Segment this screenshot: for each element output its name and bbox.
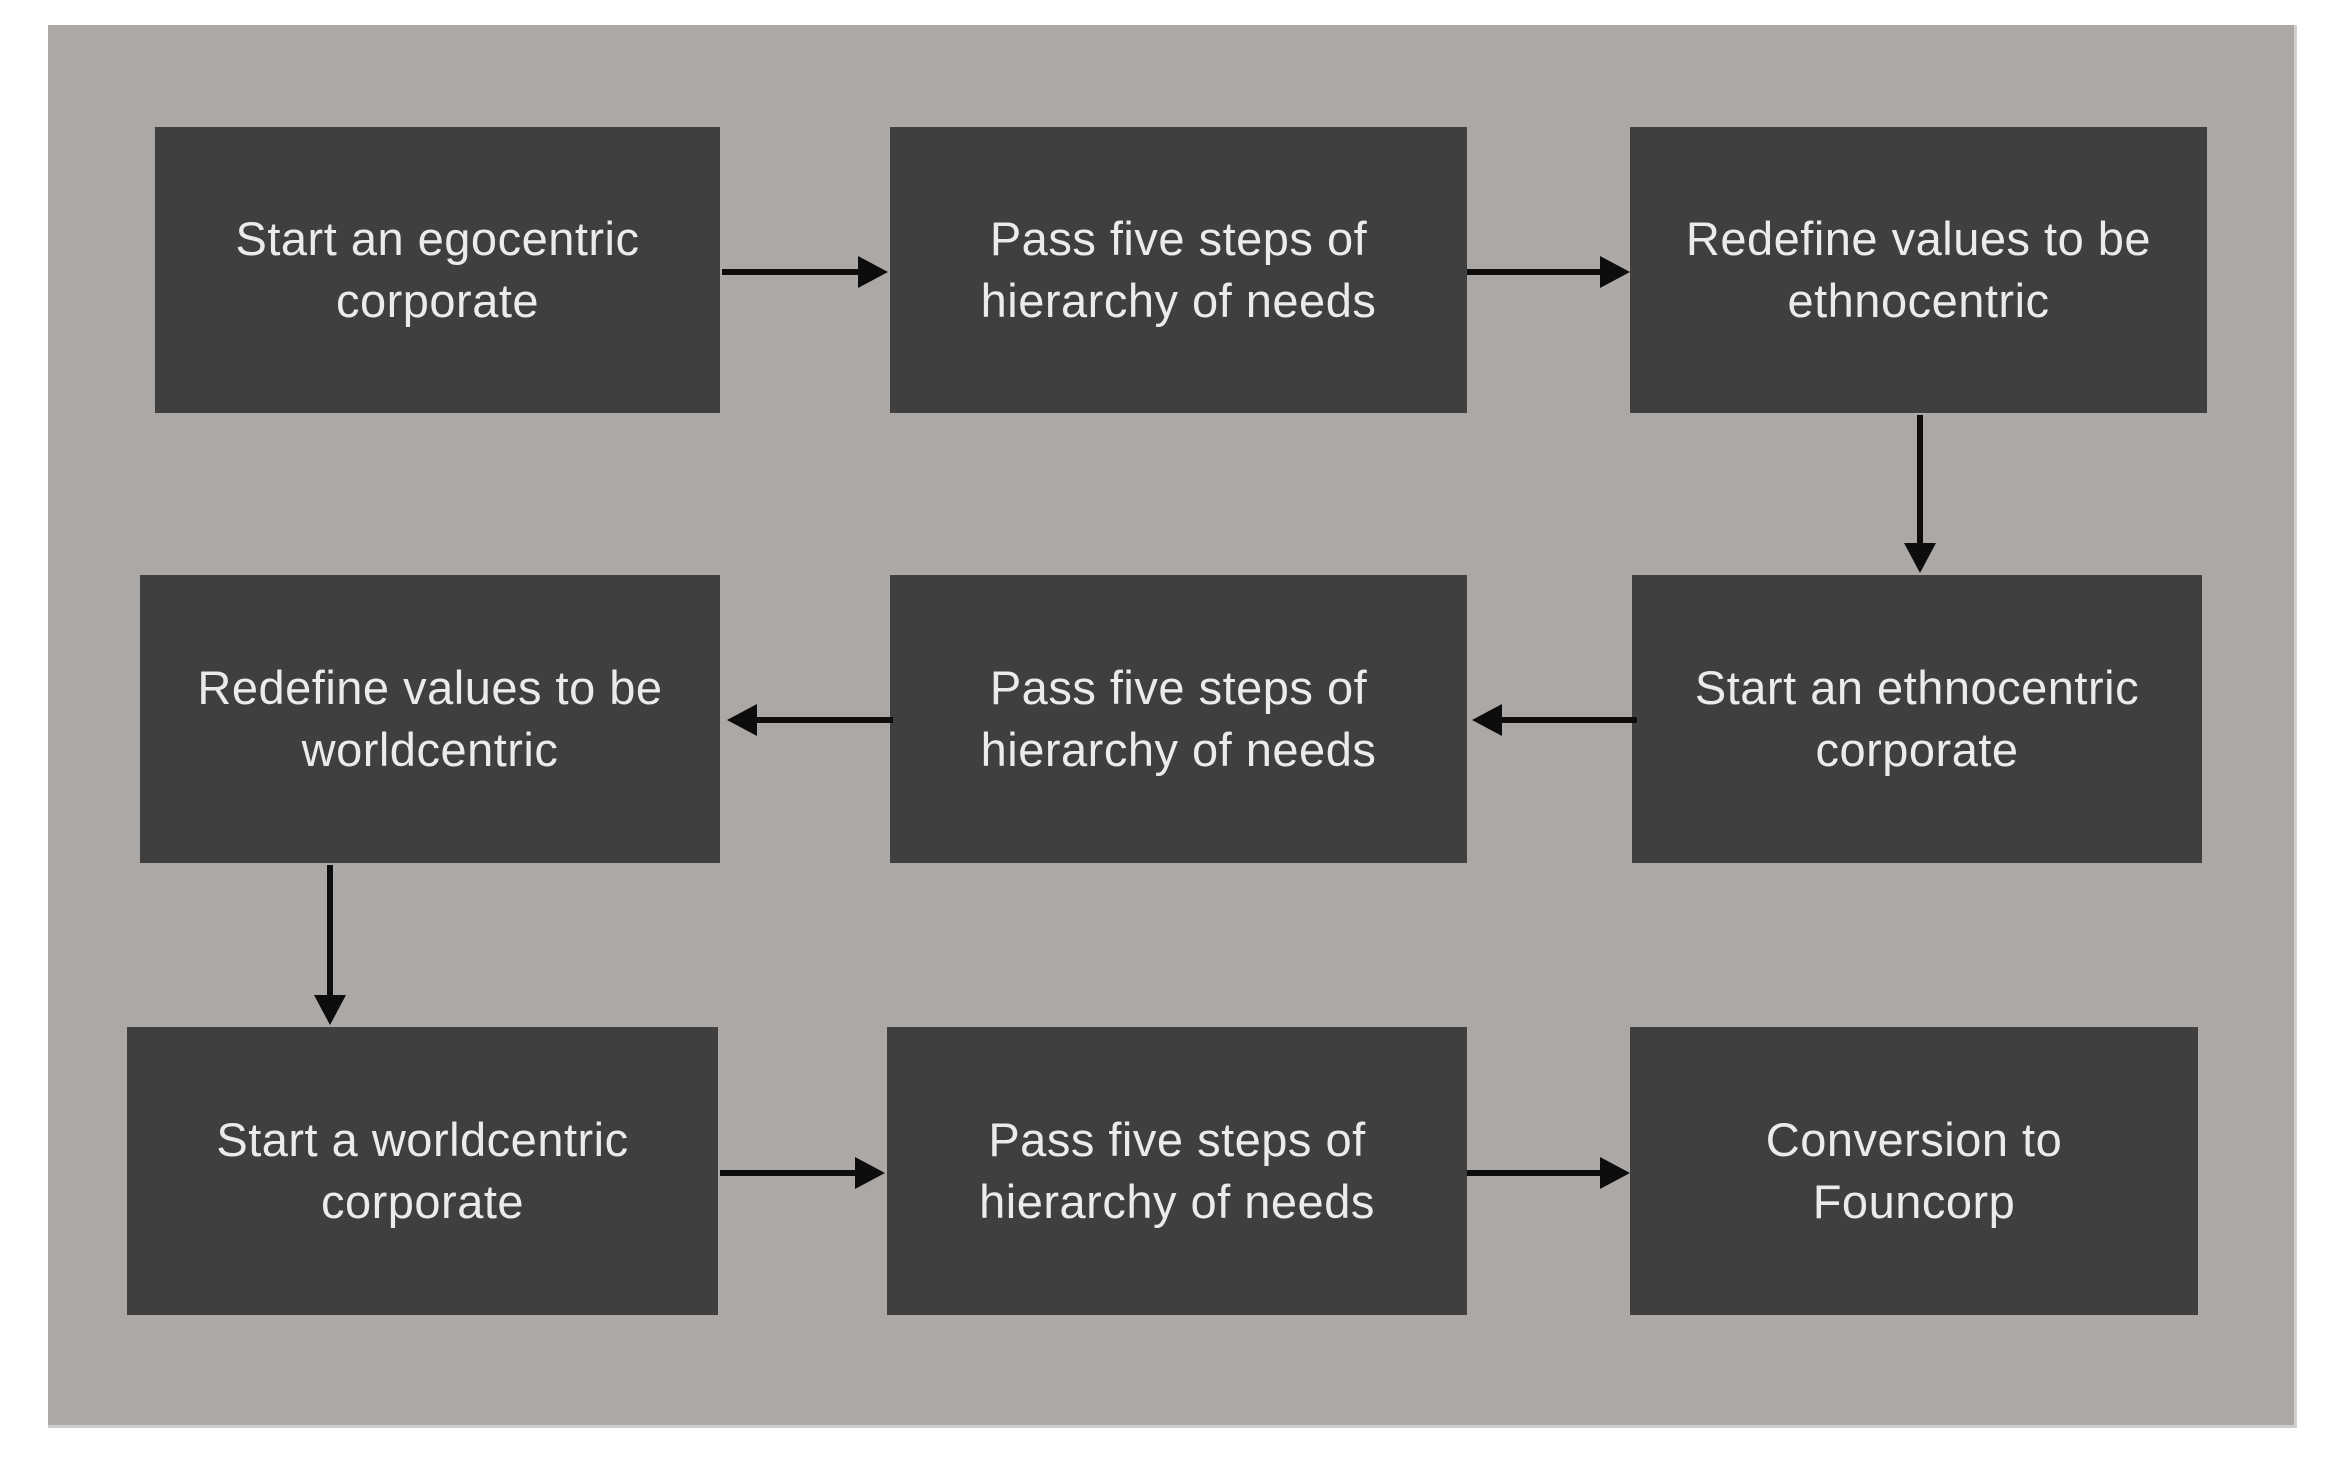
arrow-right-head-icon [1600,256,1630,288]
arrow-right-head-icon [858,256,888,288]
node-label-line: Redefine values to be [197,660,663,714]
node-label-line: Pass five steps of [988,1112,1366,1166]
arrow-egocentric-to-pass1 [722,256,888,288]
flow-node-start-egocentric: Start an egocentric corporate [155,127,720,413]
arrow-redefine-world-to-start-world [314,865,346,1025]
node-label-line: hierarchy of needs [980,723,1377,776]
node-label-line: corporate [335,274,540,327]
arrow-down-head-icon [314,995,346,1025]
arrow-left-head-icon [727,704,757,736]
flow-node-start-worldcentric: Start a worldcentric corporate [127,1027,718,1315]
arrow-left-head-icon [1472,704,1502,736]
flow-node-redefine-worldcentric: Redefine values to be worldcentric [140,575,720,863]
node-label-line: Start an ethnocentric [1694,660,2140,714]
flow-node-pass-five-steps-2: Pass five steps of hierarchy of needs [890,575,1467,863]
arrow-start-world-to-pass3 [720,1157,885,1189]
flow-node-redefine-ethnocentric: Redefine values to be ethnocentric [1630,127,2207,413]
node-label-line: ethnocentric [1787,274,2050,327]
node-label-line: Conversion to [1765,1112,2063,1166]
node-label-line: Start an egocentric [235,211,640,265]
node-label-line: corporate [1815,723,2019,776]
flow-node-pass-five-steps-3: Pass five steps of hierarchy of needs [887,1027,1467,1315]
arrow-down-head-icon [1904,543,1936,573]
node-label-line: hierarchy of needs [979,1175,1375,1228]
node-label-line: Pass five steps of [989,660,1368,714]
arrow-redefine-ethno-to-start-ethno [1904,415,1936,573]
flow-node-pass-five-steps-1: Pass five steps of hierarchy of needs [890,127,1467,413]
flow-node-conversion-founcorp: Conversion to Founcorp [1630,1027,2198,1315]
arrow-right-head-icon [855,1157,885,1189]
arrow-pass2-to-redefine-world [727,704,893,736]
flow-node-start-ethnocentric: Start an ethnocentric corporate [1632,575,2202,863]
arrow-right-head-icon [1600,1157,1630,1189]
node-label-line: corporate [320,1175,525,1228]
arrow-pass1-to-redefine-ethno [1467,256,1630,288]
node-label-line: Start a worldcentric [216,1112,629,1166]
node-label-line: Founcorp [1812,1175,2016,1228]
node-label-line: Pass five steps of [989,211,1368,265]
arrow-pass3-to-conversion [1467,1157,1630,1189]
node-label-line: hierarchy of needs [980,274,1377,327]
node-label-line: Redefine values to be [1685,211,2152,265]
node-label-line: worldcentric [301,723,559,776]
arrow-start-ethno-to-pass2 [1472,704,1637,736]
